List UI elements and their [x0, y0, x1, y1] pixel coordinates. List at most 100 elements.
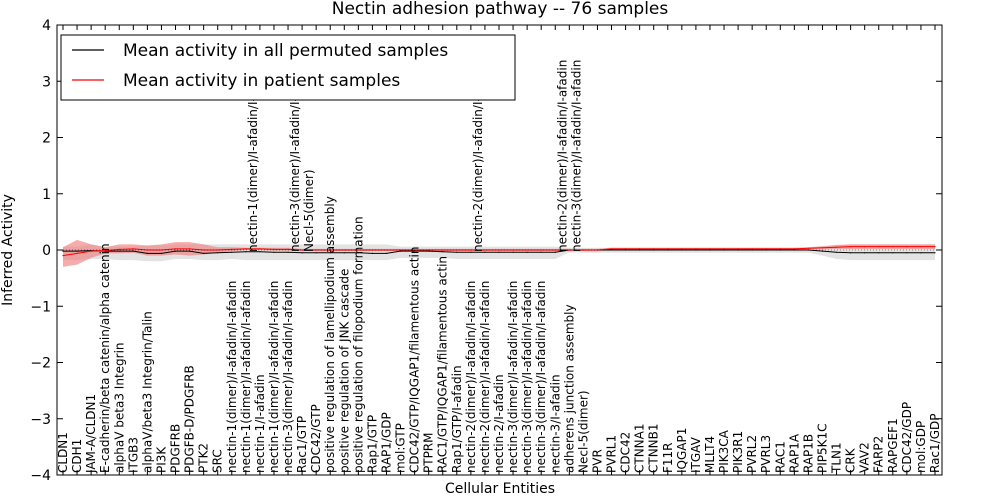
- data-point: [906, 246, 908, 248]
- x-tick-label-upper: nectin-1(dimer)/I-afadin/I-afadin: [246, 60, 260, 252]
- x-tick-label: RAC1: [773, 441, 787, 473]
- x-tick-label: alphaV/beta3 Integrin/Talin: [140, 311, 154, 473]
- x-tick-label: ITGB3: [126, 437, 140, 473]
- data-point: [709, 248, 711, 250]
- x-tick-label: IQGAP1: [675, 428, 689, 473]
- data-point: [203, 249, 205, 251]
- x-tick-label-upper: Necl-5(dimer): [302, 169, 316, 252]
- x-axis-label: Cellular Entities: [445, 481, 555, 497]
- data-point: [850, 252, 852, 254]
- x-tick-label: PVRL3: [759, 435, 773, 473]
- data-point: [189, 248, 191, 250]
- data-point: [259, 248, 261, 250]
- data-point: [934, 246, 936, 248]
- x-tick-label: Necl-5(dimer): [576, 390, 590, 473]
- legend: Mean activity in all permuted samples Me…: [60, 34, 516, 101]
- data-point: [779, 248, 781, 250]
- x-tick-label: RAP1B: [801, 434, 815, 473]
- x-tick-label: RAP1A: [787, 433, 801, 473]
- data-point: [174, 250, 177, 252]
- data-point: [62, 250, 64, 252]
- data-point: [259, 251, 261, 253]
- y-tick-label: 2: [42, 131, 51, 147]
- x-tick-label: Rac1/GDP: [928, 414, 942, 473]
- x-tick-label: PI3K: [155, 446, 169, 473]
- x-tick-label: PTK2: [197, 443, 211, 473]
- y-tick-label: −1: [30, 299, 51, 315]
- data-point: [160, 252, 163, 254]
- x-tick-label: F11R: [661, 442, 675, 473]
- y-tick-label: 0: [42, 243, 51, 259]
- data-point: [245, 248, 247, 250]
- data-point: [625, 248, 627, 250]
- data-point: [625, 249, 627, 251]
- x-tick-label: nectin-1(dimer)/I-afadin/I-afadin: [239, 281, 253, 473]
- data-point: [878, 246, 880, 248]
- x-tick-label: nectin-3(dimer)/I-afadin/I-afadin: [506, 281, 520, 473]
- x-tick-label: CDC42/GTP/IQGAP1/filamentous actin: [408, 247, 422, 473]
- x-tick-label-upper: nectin-3(dimer)/I-afadin/I-afadin: [569, 60, 583, 252]
- x-tick-label: Rap1/GTP/I-afadin: [450, 365, 464, 473]
- data-point: [343, 249, 345, 251]
- data-point: [807, 249, 810, 251]
- y-tick-label: −4: [30, 468, 51, 484]
- data-point: [695, 248, 697, 250]
- data-point: [526, 249, 528, 251]
- y-tick-label: 4: [42, 18, 51, 34]
- data-point: [189, 250, 191, 252]
- data-point: [385, 249, 388, 251]
- x-tick-label: CDH1: [70, 439, 84, 473]
- data-point: [217, 252, 219, 254]
- x-tick-label: nectin-2/I-afadin: [492, 374, 506, 473]
- x-tick-label: TLN1: [830, 442, 844, 474]
- plot-frame: [56, 24, 943, 476]
- x-tick-label: positive regulation of JNK cascade: [337, 269, 351, 473]
- data-point: [357, 252, 359, 254]
- data-point: [217, 249, 219, 251]
- data-point: [793, 248, 796, 250]
- data-point: [118, 250, 120, 252]
- data-point: [76, 250, 78, 252]
- data-point: [470, 251, 472, 253]
- y-tick-label: −3: [30, 412, 51, 428]
- data-point: [934, 252, 936, 254]
- x-tick-label: VAV2: [858, 442, 872, 473]
- x-tick-label: SRC: [211, 449, 225, 473]
- y-tick-label: 1: [42, 187, 51, 203]
- x-tick-label: ITGAV: [689, 436, 703, 473]
- data-point: [62, 255, 64, 257]
- data-point: [821, 247, 824, 249]
- data-point: [526, 251, 528, 253]
- data-point: [765, 248, 767, 250]
- data-point: [807, 247, 810, 249]
- data-point: [723, 248, 725, 250]
- data-point: [118, 248, 120, 250]
- x-tick-label: nectin-3(dimer)/I-afadin/I-afadin: [534, 281, 548, 473]
- data-point: [245, 251, 247, 253]
- data-point: [864, 252, 866, 254]
- legend-box: [60, 34, 516, 101]
- data-point: [709, 249, 711, 251]
- data-point: [737, 248, 739, 250]
- x-tick-label: RAPGEF1: [886, 418, 900, 473]
- y-tick-label: 3: [42, 74, 51, 90]
- data-point: [146, 252, 148, 254]
- data-point: [835, 246, 838, 248]
- data-point: [892, 252, 894, 254]
- x-tick-label: positive regulation of lamellipodium ass…: [323, 196, 337, 473]
- data-point: [132, 248, 134, 250]
- x-tick-label: nectin-2(dimer)/I-afadin/I-afadin: [464, 281, 478, 473]
- data-point: [681, 248, 683, 250]
- x-tick-label: adherens junction assembly: [562, 304, 576, 473]
- x-tick-label-upper: nectin-2(dimer)/I-afadin/I-afadin: [471, 60, 485, 252]
- x-tick-label: mol:GDP: [914, 421, 928, 473]
- data-point: [231, 251, 233, 253]
- data-point: [287, 251, 289, 253]
- data-point: [512, 251, 514, 253]
- x-tick-label: PDGFB-D/PDGFRB: [183, 365, 197, 473]
- data-point: [203, 252, 205, 254]
- x-tick-label: PDGFRB: [169, 424, 183, 473]
- data-point: [442, 251, 444, 253]
- data-point: [76, 252, 78, 254]
